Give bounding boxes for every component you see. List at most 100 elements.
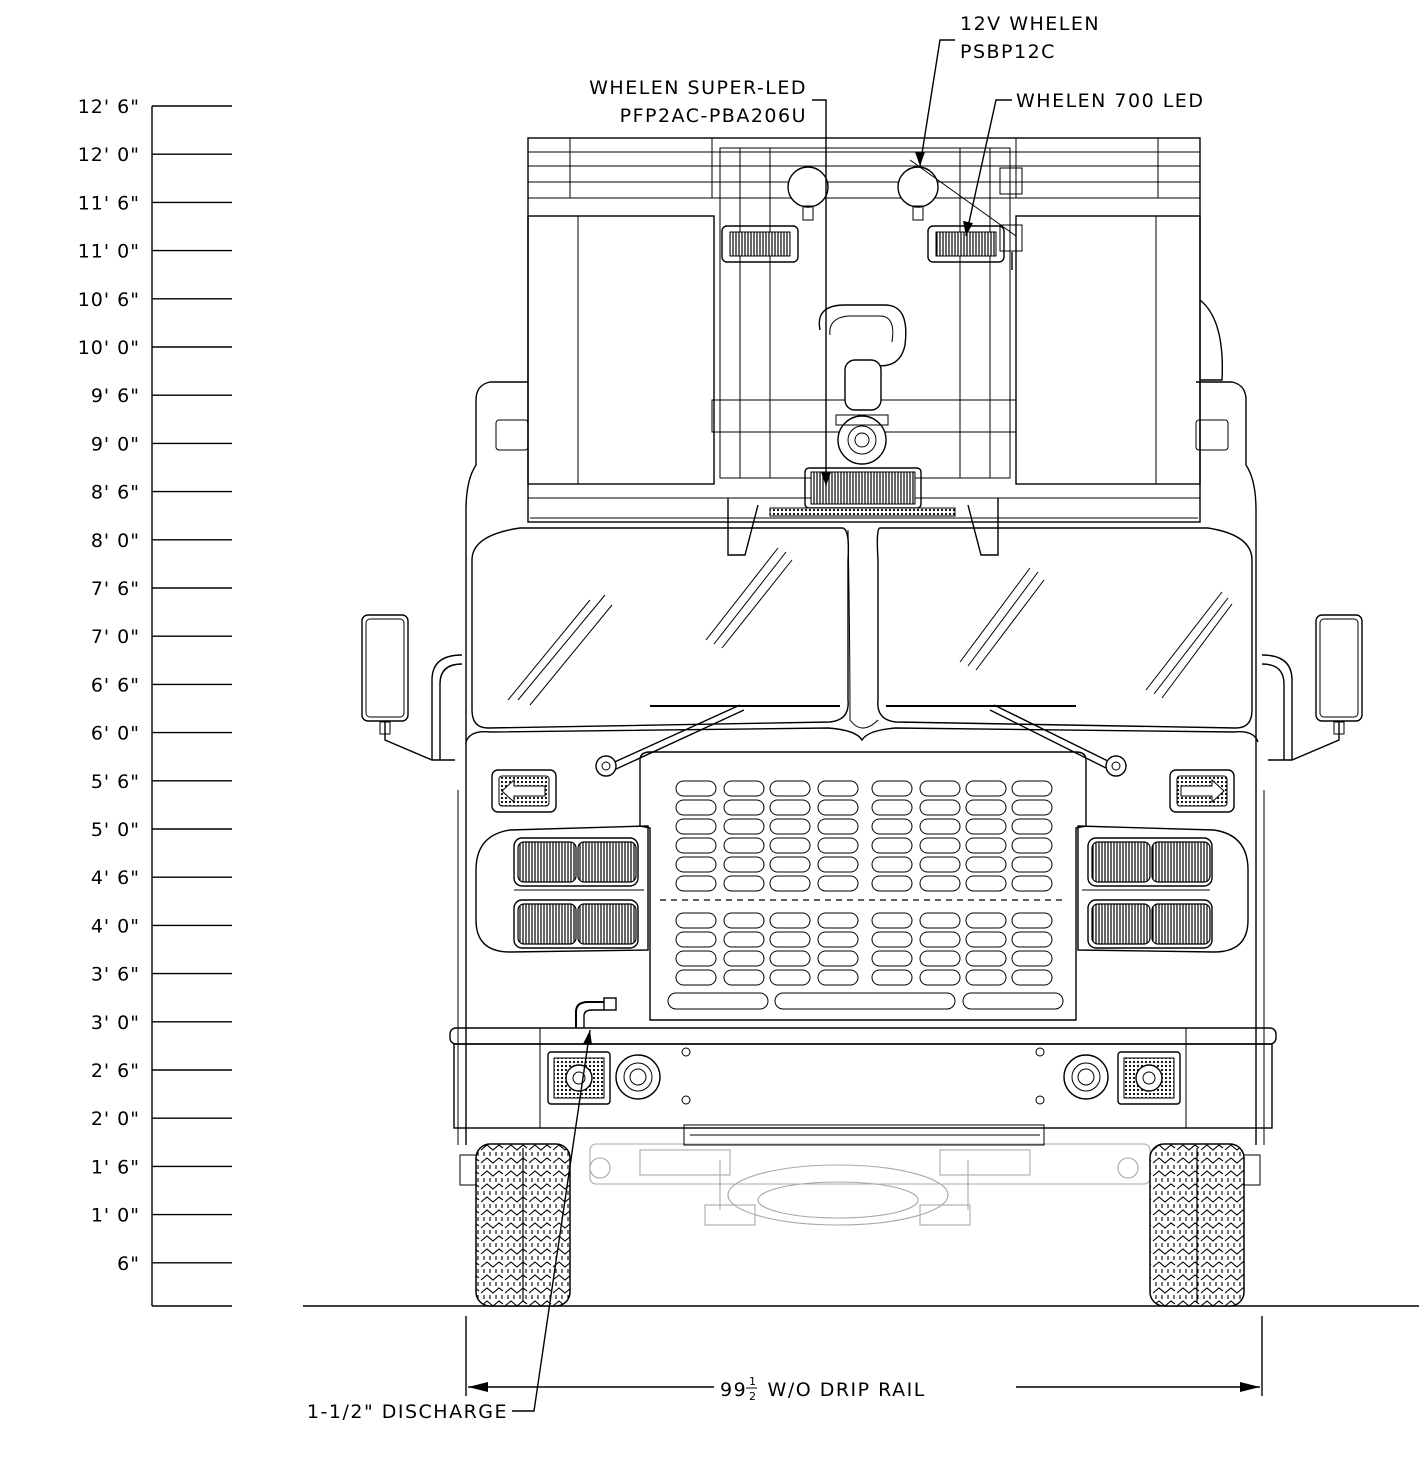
dim-fraction-denominator: 2 bbox=[749, 1390, 756, 1403]
grille-slot bbox=[919, 875, 961, 892]
scale-label: 11' 0" bbox=[78, 241, 140, 263]
callout-discharge-text: 1-1/2" DISCHARGE bbox=[307, 1401, 508, 1423]
scale-label: 5' 0" bbox=[91, 819, 140, 841]
scale-label: 12' 0" bbox=[78, 144, 140, 166]
grille-slot bbox=[723, 799, 765, 816]
right-headlight-pod bbox=[1077, 825, 1249, 953]
grille-slot bbox=[919, 856, 961, 873]
grille-slot bbox=[675, 931, 717, 948]
grille-slot bbox=[919, 780, 961, 797]
grille-slot bbox=[919, 950, 961, 967]
grille bbox=[639, 751, 1087, 1021]
grille-slot bbox=[723, 912, 765, 929]
grille-slot bbox=[871, 969, 913, 986]
dim-arrow-right bbox=[1240, 1382, 1260, 1392]
grille-slot bbox=[723, 837, 765, 854]
super-led-light bbox=[769, 467, 956, 517]
grille-slot bbox=[919, 912, 961, 929]
callout-super-led-line2: PFP2AC-PBA206U bbox=[620, 105, 807, 127]
callout-super-led-line1: WHELEN SUPER-LED bbox=[589, 77, 807, 99]
scale-label: 9' 0" bbox=[91, 433, 140, 455]
beacon-left bbox=[787, 166, 829, 221]
grille-slot bbox=[817, 837, 859, 854]
scale-label: 11' 6" bbox=[78, 192, 140, 214]
grille-slot bbox=[965, 912, 1007, 929]
grille-slot bbox=[769, 969, 811, 986]
grille-slot bbox=[919, 818, 961, 835]
grille-slot bbox=[769, 931, 811, 948]
dim-width-number: 99 bbox=[720, 1379, 747, 1401]
grille-slot bbox=[1011, 856, 1053, 873]
height-scale: 12' 6" 12' 0" 11' 6" 11' 0" 10' 6" 10' 0" 9' 6… bbox=[78, 96, 232, 1307]
left-mirror bbox=[361, 614, 463, 761]
grille-slot bbox=[675, 780, 717, 797]
grille-slot bbox=[769, 912, 811, 929]
grille-slot bbox=[675, 837, 717, 854]
left-compartment-door bbox=[527, 215, 715, 485]
grille-slot bbox=[965, 799, 1007, 816]
grille-slot bbox=[1011, 818, 1053, 835]
dim-fraction-numerator: 1 bbox=[749, 1375, 756, 1388]
scale-label: 2' 6" bbox=[91, 1060, 140, 1082]
grille-slot bbox=[817, 875, 859, 892]
scale-label: 9' 6" bbox=[91, 385, 140, 407]
scale-label: 12' 6" bbox=[78, 96, 140, 118]
discharge-fitting bbox=[575, 997, 617, 1028]
grille-slot bbox=[871, 818, 913, 835]
scale-label: 3' 0" bbox=[91, 1012, 140, 1034]
truck-front-view bbox=[361, 137, 1363, 1307]
callout-super-led: WHELEN SUPER-LED PFP2AC-PBA206U bbox=[589, 77, 831, 486]
scale-label: 6' 0" bbox=[91, 723, 140, 745]
undercarriage bbox=[589, 1124, 1151, 1226]
callout-super-led-arrowhead bbox=[821, 472, 831, 486]
grille-slot bbox=[965, 969, 1007, 986]
led700-left bbox=[721, 225, 799, 263]
left-headlight-pod bbox=[475, 825, 649, 953]
dim-width-suffix: W/O DRIP RAIL bbox=[760, 1379, 926, 1401]
callout-12v-leader bbox=[919, 39, 955, 167]
scale-label: 8' 0" bbox=[91, 530, 140, 552]
scale-label: 7' 0" bbox=[91, 626, 140, 648]
grille-slot bbox=[817, 799, 859, 816]
grille-slot bbox=[871, 799, 913, 816]
callout-700-led-leader bbox=[965, 99, 1012, 237]
windshield bbox=[465, 527, 1259, 743]
grille-slot bbox=[965, 875, 1007, 892]
callout-700-led: WHELEN 700 LED bbox=[963, 90, 1203, 237]
grille-slot bbox=[965, 931, 1007, 948]
grille-slot bbox=[1011, 875, 1053, 892]
grille-slot bbox=[871, 875, 913, 892]
grille-slot bbox=[723, 818, 765, 835]
scale-label: 8' 6" bbox=[91, 482, 140, 504]
grille-slot bbox=[769, 837, 811, 854]
grille-slot bbox=[723, 969, 765, 986]
right-mirror bbox=[1261, 614, 1363, 761]
grille-slot bbox=[675, 856, 717, 873]
grille-slot bbox=[871, 856, 913, 873]
callout-discharge: 1-1/2" DISCHARGE bbox=[307, 1029, 592, 1423]
grille-slot bbox=[675, 818, 717, 835]
scale-label: 4' 0" bbox=[91, 915, 140, 937]
scale-label: 3' 6" bbox=[91, 964, 140, 986]
scale-label: 10' 0" bbox=[78, 337, 140, 359]
scale-label: 10' 6" bbox=[78, 289, 140, 311]
right-turn-signal bbox=[1169, 769, 1235, 813]
grille-slot bbox=[675, 950, 717, 967]
grille-slot bbox=[965, 856, 1007, 873]
grille-slot bbox=[675, 969, 717, 986]
grille-slot bbox=[871, 780, 913, 797]
callout-12v-arrowhead bbox=[915, 152, 925, 166]
grille-slot bbox=[723, 856, 765, 873]
scale-label: 1' 6" bbox=[91, 1156, 140, 1178]
deck-gun bbox=[818, 304, 907, 465]
scale-label: 5' 6" bbox=[91, 771, 140, 793]
grille-slot bbox=[723, 875, 765, 892]
callout-12v-whelen-line2: PSBP12C bbox=[960, 41, 1056, 63]
grille-slot bbox=[1011, 931, 1053, 948]
grille-slot bbox=[871, 931, 913, 948]
grille-slot bbox=[769, 856, 811, 873]
grille-slot bbox=[675, 799, 717, 816]
grille-slot bbox=[1011, 912, 1053, 929]
width-dimension: 99 1 2 W/O DRIP RAIL bbox=[465, 1316, 1263, 1403]
